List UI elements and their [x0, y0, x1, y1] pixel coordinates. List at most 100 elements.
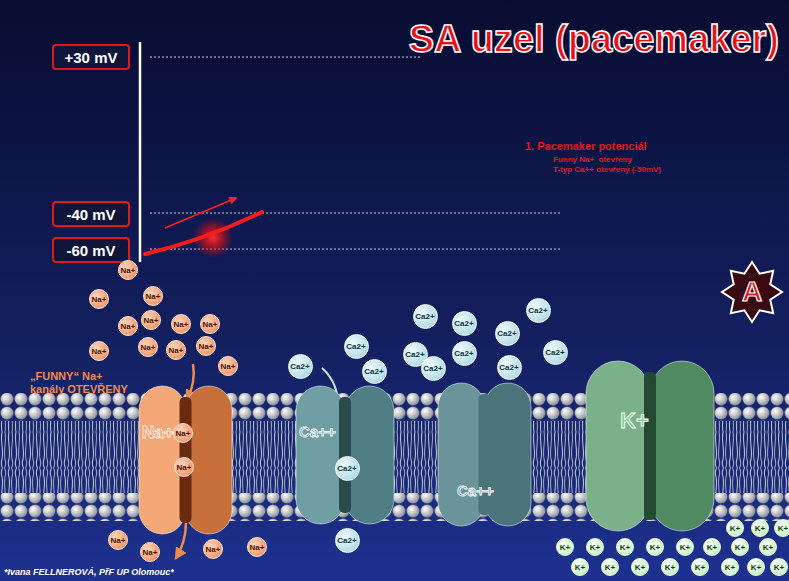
- sodium-ion: Na+: [118, 260, 138, 280]
- ion-symbol: Ca2+: [454, 349, 473, 358]
- ion-symbol: K+: [575, 563, 585, 572]
- ion-symbol: Ca2+: [528, 306, 547, 315]
- potassium-ion: K+: [759, 538, 777, 556]
- potassium-ion: K+: [661, 558, 679, 576]
- sodium-ion: Na+: [141, 310, 161, 330]
- potassium-ion: K+: [747, 558, 765, 576]
- calcium-ion: Ca2+: [362, 359, 387, 384]
- ion-channel: K+: [585, 360, 715, 532]
- calcium-ion: Ca2+: [526, 298, 551, 323]
- ion-symbol: Ca2+: [415, 312, 434, 321]
- ion-channel: Ca++: [437, 382, 532, 527]
- calcium-ion: Ca2+: [344, 334, 369, 359]
- sodium-ion: Na+: [196, 336, 216, 356]
- ion-symbol: Ca2+: [497, 329, 516, 338]
- potassium-ion: K+: [631, 558, 649, 576]
- calcium-ion: Ca2+: [452, 311, 477, 336]
- level-line: [150, 57, 420, 58]
- ion-symbol: Na+: [221, 362, 236, 371]
- voltage-value: -40 mV: [66, 206, 115, 223]
- ion-symbol: K+: [774, 563, 784, 572]
- sodium-ion: Na+: [173, 423, 193, 443]
- ion-symbol: Ca2+: [499, 363, 518, 372]
- ion-symbol: Na+: [146, 292, 161, 301]
- potassium-ion: K+: [616, 538, 634, 556]
- voltage-label: -60 mV: [52, 237, 130, 263]
- sodium-ion: Na+: [174, 457, 194, 477]
- title: SA uzel (pacemaker): [409, 18, 779, 61]
- sodium-ion: Na+: [200, 314, 220, 334]
- potassium-ion: K+: [751, 519, 769, 537]
- ion-symbol: Na+: [92, 347, 107, 356]
- ion-symbol: K+: [590, 543, 600, 552]
- potassium-ion: K+: [721, 558, 739, 576]
- calcium-ion: Ca2+: [421, 356, 446, 381]
- ion-symbol: Ca2+: [405, 350, 424, 359]
- ion-symbol: Ca2+: [346, 342, 365, 351]
- ion-symbol: Na+: [177, 463, 192, 472]
- ion-symbol: Na+: [176, 429, 191, 438]
- channel-label: Ca++: [457, 482, 494, 499]
- calcium-ion: Ca2+: [288, 354, 313, 379]
- ion-symbol: Ca2+: [337, 536, 356, 545]
- sodium-ion: Na+: [166, 340, 186, 360]
- ion-symbol: K+: [735, 543, 745, 552]
- channel-label: Na+: [142, 423, 174, 443]
- calcium-ion: Ca2+: [413, 304, 438, 329]
- step-note: Funny Na+ otevřeny: [553, 155, 632, 164]
- ion-symbol: Na+: [250, 543, 265, 552]
- ion-symbol: Na+: [206, 545, 221, 554]
- voltage-value: -60 mV: [66, 242, 115, 259]
- calcium-ion: Ca2+: [543, 340, 568, 365]
- rise-arrow: [165, 198, 236, 228]
- ion-symbol: Ca2+: [290, 362, 309, 371]
- sodium-ion: Na+: [140, 542, 160, 562]
- sodium-ion: Na+: [218, 356, 238, 376]
- potassium-ion: K+: [731, 538, 749, 556]
- level-line: [150, 213, 560, 214]
- channel-label: K+: [620, 408, 649, 434]
- calcium-ion: Ca2+: [495, 321, 520, 346]
- ion-symbol: K+: [560, 543, 570, 552]
- ion-symbol: Ca2+: [545, 348, 564, 357]
- ion-symbol: Ca2+: [423, 364, 442, 373]
- step-badge: A: [720, 260, 784, 324]
- ion-symbol: Na+: [169, 346, 184, 355]
- voltage-axis: [139, 42, 142, 262]
- ion-symbol: K+: [707, 543, 717, 552]
- ion-symbol: K+: [620, 543, 630, 552]
- voltage-label: -40 mV: [52, 201, 130, 227]
- calcium-ion: Ca2+: [335, 456, 360, 481]
- step-note: T-typ Ca++ otevřeny (-50mV): [553, 165, 661, 174]
- ion-symbol: K+: [730, 524, 740, 533]
- ion-symbol: K+: [665, 563, 675, 572]
- sodium-ion: Na+: [89, 341, 109, 361]
- ion-symbol: Ca2+: [364, 367, 383, 376]
- ion-symbol: Na+: [144, 316, 159, 325]
- calcium-ion: Ca2+: [497, 355, 522, 380]
- ion-symbol: K+: [650, 543, 660, 552]
- potassium-ion: K+: [676, 538, 694, 556]
- ion-symbol: K+: [751, 563, 761, 572]
- ion-symbol: Na+: [121, 266, 136, 275]
- channel-label: Ca++: [299, 423, 336, 440]
- potassium-ion: K+: [774, 519, 789, 537]
- ion-symbol: Na+: [141, 343, 156, 352]
- ion-symbol: K+: [725, 563, 735, 572]
- channel-label: „FUNNY“ Na+ kanály OTEVŘENY: [30, 370, 135, 395]
- ion-symbol: K+: [680, 543, 690, 552]
- ion-symbol: Na+: [199, 342, 214, 351]
- ion-symbol: K+: [635, 563, 645, 572]
- credit: *Ivana FELLNEROVÁ, PřF UP Olomouc*: [4, 567, 174, 577]
- step-heading: 1. Pacemaker potenciál: [525, 140, 647, 153]
- potassium-ion: K+: [726, 519, 744, 537]
- sodium-ion: Na+: [108, 530, 128, 550]
- sodium-ion: Na+: [118, 316, 138, 336]
- channel-shape: [295, 385, 395, 525]
- ion-symbol: Na+: [92, 295, 107, 304]
- calcium-ion: Ca2+: [335, 528, 360, 553]
- ion-symbol: K+: [778, 524, 788, 533]
- potassium-ion: K+: [646, 538, 664, 556]
- channel-shape: [437, 382, 532, 527]
- channel-shape: [585, 360, 715, 532]
